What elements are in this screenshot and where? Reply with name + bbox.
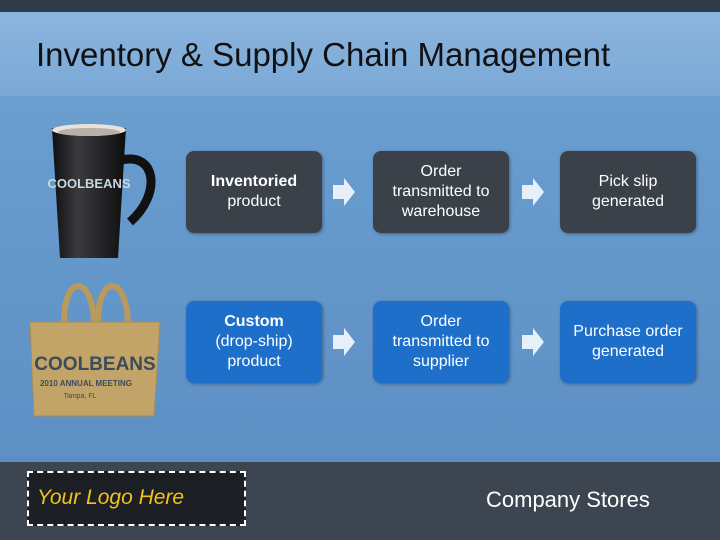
pick-slip-box: Pick slip generated [560, 151, 696, 233]
mug-image: COOLBEANS [44, 122, 162, 262]
right-arrow-icon [522, 328, 544, 356]
tote-bag-image: COOLBEANS 2010 ANNUAL MEETING Tampa, FL [24, 270, 166, 420]
company-stores-label: Company Stores [486, 487, 650, 513]
pick-slip-label: Pick slip generated [566, 172, 690, 212]
order-to-warehouse-box: Order transmitted to warehouse [373, 151, 509, 233]
bag-event-text: 2010 ANNUAL MEETING [40, 379, 132, 388]
drop-ship-product-label: (drop-ship) product [192, 332, 316, 372]
page-title: Inventory & Supply Chain Management [36, 36, 610, 74]
order-to-warehouse-label: Order transmitted to warehouse [379, 162, 503, 222]
right-arrow-icon [522, 178, 544, 206]
inventoried-label: Inventoried [211, 172, 297, 192]
mug-brand-text: COOLBEANS [47, 176, 130, 191]
bag-brand-text: COOLBEANS [34, 354, 155, 375]
order-to-supplier-label: Order transmitted to supplier [379, 312, 503, 372]
product-label: product [227, 192, 280, 212]
custom-label: Custom [224, 312, 284, 332]
purchase-order-box: Purchase order generated [560, 301, 696, 383]
bag-location-text: Tampa, FL [63, 393, 96, 400]
inventoried-product-box: Inventoried product [186, 151, 322, 233]
right-arrow-icon [333, 178, 355, 206]
order-to-supplier-box: Order transmitted to supplier [373, 301, 509, 383]
top-strip [0, 0, 720, 12]
logo-text: Your Logo Here [37, 486, 184, 510]
custom-product-box: Custom (drop-ship) product [186, 301, 322, 383]
right-arrow-icon [333, 328, 355, 356]
purchase-order-label: Purchase order generated [566, 322, 690, 362]
